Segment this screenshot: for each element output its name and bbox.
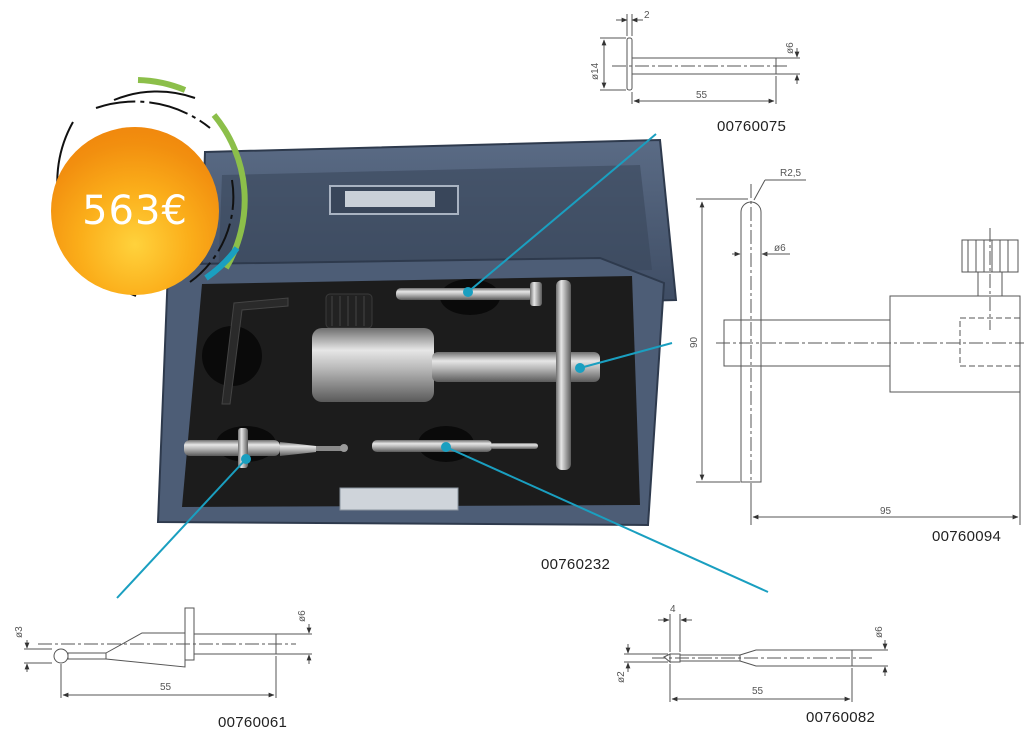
dim-holder-radius: R2,5 — [780, 168, 802, 179]
callout-dot — [441, 442, 451, 452]
front-latch — [339, 487, 459, 511]
holder-body — [312, 328, 434, 402]
dim-top-thickness: 2 — [644, 10, 650, 21]
dim-ball-length: 55 — [160, 682, 172, 693]
drawing-probe-00760061 — [24, 607, 312, 698]
dim-holder-bar-dia: ø6 — [774, 243, 786, 254]
dim-holder-height: 90 — [689, 336, 700, 348]
drawing-probe-00760082 — [624, 614, 888, 702]
t-bar — [556, 280, 571, 470]
hex-key — [221, 297, 289, 405]
callout-dot — [463, 287, 473, 297]
dim-needle-length: 55 — [752, 686, 764, 697]
part-code-tbar-holder: 00760094 — [932, 528, 1002, 545]
probe-needle — [372, 440, 492, 452]
callout-dot — [575, 363, 585, 373]
dimension-labels: 2 ø14 ø6 55 R2,5 ø6 90 95 ø3 ø6 55 4 ø2 … — [14, 10, 892, 697]
part-code-ball-probe: 00760061 — [218, 714, 288, 731]
drawing-holder-00760094 — [696, 179, 1024, 525]
dim-holder-width: 95 — [880, 506, 892, 517]
callout-dots — [241, 287, 585, 464]
price-badge-rings — [56, 77, 248, 297]
price-badge: 563€ — [51, 127, 219, 295]
callout-dot — [241, 454, 251, 464]
part-code-top-probe: 00760075 — [717, 118, 787, 135]
dim-top-shaft-dia: ø6 — [785, 42, 796, 54]
drawing-probe-00760075 — [600, 14, 800, 104]
dim-top-length: 55 — [696, 90, 708, 101]
holder-shaft — [432, 352, 600, 382]
dim-ball-shaft-dia: ø6 — [297, 610, 308, 622]
dim-top-head-dia: ø14 — [590, 62, 601, 80]
part-code-needle-probe: 00760082 — [806, 709, 876, 726]
callout-lines — [116, 133, 769, 599]
dim-needle-step: 4 — [670, 604, 676, 615]
case — [156, 138, 678, 527]
dim-needle-tip-dia: ø2 — [616, 671, 627, 683]
dim-ball-tip-dia: ø3 — [14, 626, 25, 638]
price-label: 563€ — [82, 188, 188, 234]
dim-needle-shaft-dia: ø6 — [874, 626, 885, 638]
probe-ball — [184, 440, 280, 456]
part-code-kit: 00760232 — [541, 556, 611, 573]
